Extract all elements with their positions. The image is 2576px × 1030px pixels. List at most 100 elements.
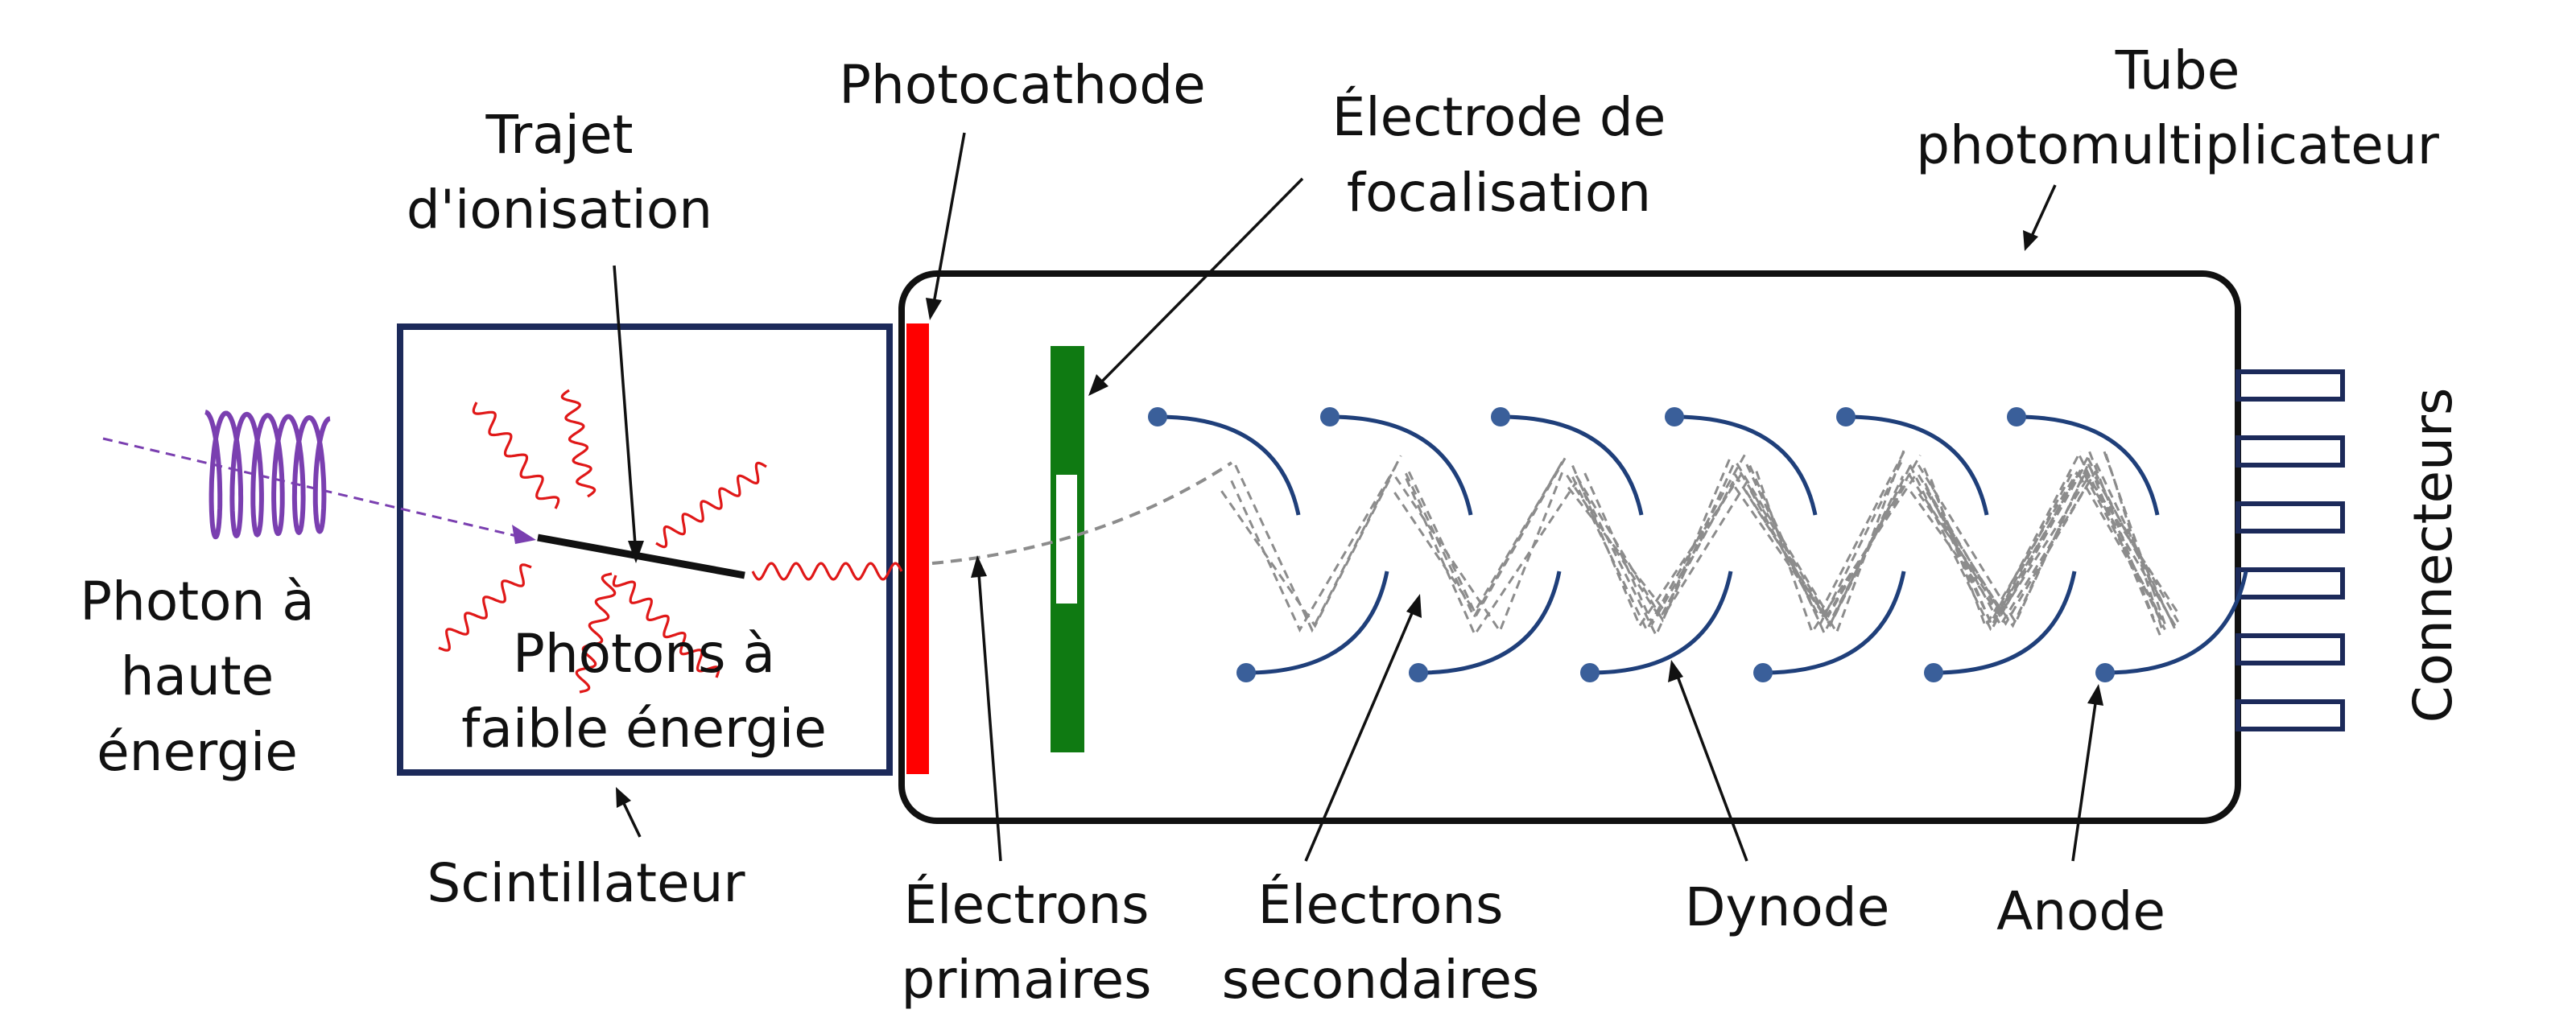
dynode-dot (1753, 663, 1773, 682)
secondary-electron-path (1745, 461, 1903, 627)
connector-pin (2235, 435, 2345, 468)
emitted-photons (438, 389, 903, 694)
low-energy-photon-wave (655, 461, 767, 549)
anode (2104, 571, 2248, 675)
dynode-dot (2007, 407, 2026, 426)
label-low-energy-photons-1: Photons à (513, 623, 775, 685)
label-high-energy-photon-2: haute (121, 645, 275, 707)
dynode-dot (1409, 663, 1428, 682)
secondary-electron-path (2103, 451, 2168, 630)
connector-pin (2235, 699, 2345, 731)
label-secondary-electrons-2: secondaires (1222, 949, 1540, 1011)
incoming-photon-path (102, 437, 524, 539)
pmt-tube-outline (898, 270, 2241, 824)
scintillator-box (397, 323, 893, 776)
label-connectors: Connecteurs (2402, 388, 2464, 723)
secondary-electron-path (1749, 451, 1905, 619)
dynode-bottom (1933, 571, 2077, 675)
label-ionisation-path-1: Trajet (485, 104, 633, 166)
dynode-dot (1924, 663, 1943, 682)
label-focusing-electrode-2: focalisation (1347, 162, 1651, 224)
secondary-electron-path (1407, 457, 1566, 615)
secondary-electron-path (1567, 477, 1751, 615)
secondary-electron-path (2087, 457, 2174, 624)
dynode-dot (1148, 407, 1167, 426)
dynode-bottom (1589, 571, 1733, 675)
secondary-electron-path (1922, 451, 2082, 626)
label-primary-electrons-1: Électrons (903, 873, 1149, 936)
secondary-electron-path (1917, 463, 2090, 625)
dynode-dot (1236, 663, 1256, 682)
secondary-electron-path (1583, 472, 1739, 627)
secondary-electron-path (1733, 473, 1904, 628)
label-pmt-2: photomultiplicateur (1916, 114, 2440, 176)
connector-pin (2235, 369, 2345, 402)
connector-pin (2235, 633, 2345, 665)
low-energy-photon-wave (751, 562, 903, 581)
connector-pin (2235, 567, 2345, 599)
secondary-electron-path (1917, 464, 2087, 616)
secondary-electron-path (1739, 450, 1905, 636)
dynode-top (1157, 414, 1301, 516)
dynode-top (1329, 414, 1473, 516)
anode-dot (2095, 663, 2115, 682)
secondary-electron-path (1405, 477, 1578, 637)
label-primary-electrons-2: primaires (901, 949, 1151, 1011)
secondary-electron-path (1908, 455, 2091, 615)
incoming-photon-wave (204, 410, 331, 540)
dynode-dot (1836, 407, 1856, 426)
focusing-electrode (1051, 346, 1084, 752)
dynode-dot (1491, 407, 1510, 426)
secondary-electron-path (1234, 455, 1402, 633)
label-low-energy-photons-2: faible énergie (461, 698, 827, 760)
dynode-top (1674, 414, 1818, 516)
low-energy-photon-wave (472, 402, 560, 509)
connector-pin (2235, 501, 2345, 534)
secondary-electron-path (1393, 457, 1567, 617)
connectors (2235, 369, 2345, 731)
secondary-electron-path (1571, 465, 1744, 628)
low-energy-photon-wave (438, 563, 532, 652)
label-anode: Anode (1996, 880, 2165, 942)
secondary-electron-path (1220, 475, 1393, 628)
dynode-top (2016, 414, 2160, 516)
photon-coil (204, 410, 331, 540)
dynode-top (1845, 414, 1989, 516)
photocathode (906, 323, 929, 774)
secondary-electron-path (1394, 468, 1565, 634)
dynodes (1148, 407, 2248, 682)
dynode-bottom (1245, 571, 1389, 675)
secondary-electron-path (1575, 457, 1732, 623)
dynode-top (1500, 414, 1644, 516)
label-pmt-1: Tube (2115, 39, 2240, 101)
secondary-electron-path (1230, 466, 1397, 632)
dynode-dot (1320, 407, 1340, 426)
dynode-dot (1580, 663, 1600, 682)
label-high-energy-photon-3: énergie (97, 721, 298, 783)
secondary-electron-path (1566, 474, 1735, 620)
secondary-electron-path (1918, 472, 2087, 628)
secondary-electron-path (1926, 476, 2090, 615)
secondary-electron-path (1736, 455, 1922, 619)
label-focusing-electrode-1: Électrode de (1332, 85, 1666, 148)
low-energy-photon-wave (612, 575, 720, 678)
secondary-electron-path (1734, 480, 1909, 620)
ionisation-track (537, 534, 745, 579)
label-photocathode: Photocathode (839, 54, 1206, 116)
dynode-dot (1665, 407, 1684, 426)
secondary-electron-path (1579, 461, 1736, 638)
low-energy-photon-wave (560, 389, 597, 498)
secondary-electron-path (1748, 463, 1913, 637)
label-ionisation-path-2: d'ionisation (407, 179, 712, 241)
secondary-electron-path (1925, 473, 2095, 628)
label-secondary-electrons-1: Électrons (1257, 873, 1503, 936)
label-dynode: Dynode (1685, 876, 1890, 938)
incoming-photon-arrowhead (512, 525, 536, 544)
label-scintillator: Scintillateur (427, 852, 745, 914)
dynode-bottom (1418, 571, 1562, 675)
secondary-electron-path (1744, 476, 1905, 627)
secondary-electron-paths (1220, 450, 2180, 638)
dynode-bottom (1762, 571, 1906, 675)
label-high-energy-photon-1: Photon à (80, 571, 315, 632)
